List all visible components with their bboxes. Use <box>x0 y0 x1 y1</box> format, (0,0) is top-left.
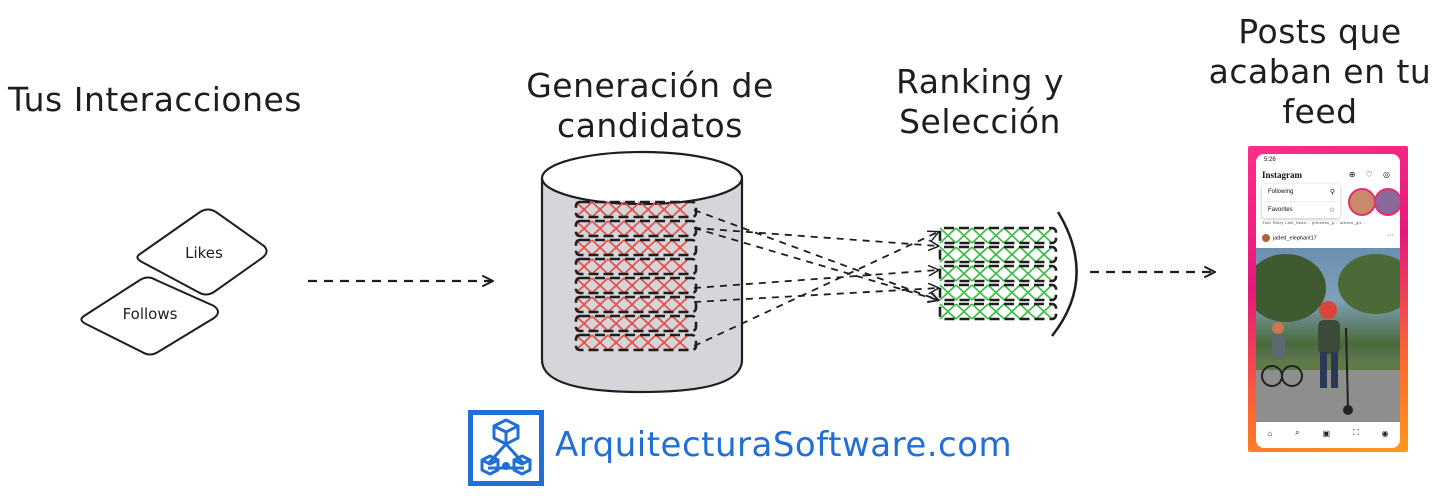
menu-following[interactable]: Following ⚲ <box>1262 184 1340 201</box>
selection-line <box>693 227 940 252</box>
candidate-row <box>574 314 698 333</box>
selection-line <box>693 282 940 303</box>
story-labels: Your Story i.am_bean... princess_p... st… <box>1262 220 1366 225</box>
story-avatar[interactable] <box>1374 188 1400 216</box>
selection-lines <box>693 209 940 347</box>
selected-row <box>938 264 1058 283</box>
title-posts-line3: feed <box>1282 92 1358 131</box>
app-name: Instagram <box>1262 170 1302 180</box>
selected-row <box>938 283 1058 302</box>
candidate-row <box>574 276 698 295</box>
instagram-phone: 5:26 Instagram ⊕ ♡ ◎ Following ⚲ Favorit… <box>1248 146 1408 452</box>
profile-icon[interactable]: ◉ <box>1381 428 1389 438</box>
phone-screen: 5:26 Instagram ⊕ ♡ ◎ Following ⚲ Favorit… <box>1256 154 1400 448</box>
home-icon[interactable]: ⌂ <box>1267 428 1273 438</box>
title-ranking: Ranking y Selección <box>880 62 1080 142</box>
selected-row <box>938 302 1058 321</box>
candidate-row <box>574 200 698 219</box>
more-icon[interactable]: ··· <box>1387 232 1394 239</box>
network-cube-icon <box>468 410 544 486</box>
selection-line <box>693 209 940 303</box>
title-interacciones: Tus Interacciones <box>8 80 302 120</box>
header-icons: ⊕ ♡ ◎ <box>1348 170 1394 179</box>
feed-menu: Following ⚲ Favorites ☆ <box>1262 184 1340 218</box>
selection-line <box>693 264 940 289</box>
search-icon[interactable]: ⌕ <box>1295 428 1300 437</box>
candidate-row <box>574 257 698 276</box>
selection-line <box>693 227 940 303</box>
candidate-row <box>574 238 698 257</box>
shop-icon[interactable]: ⛶ <box>1353 428 1359 437</box>
title-posts: Posts que acaban en tu feed <box>1200 12 1440 132</box>
title-generacion-line1: Generación de <box>526 66 774 105</box>
title-generacion-line2: candidatos <box>557 106 743 145</box>
brand-name[interactable]: ArquitecturaSoftware.com <box>555 425 1013 465</box>
selected-row <box>938 245 1058 264</box>
node-follows <box>80 276 219 356</box>
title-interacciones-text: Tus Interacciones <box>8 80 302 119</box>
node-likes <box>136 208 268 296</box>
selection-line <box>693 230 940 347</box>
title-ranking-line1: Ranking y <box>895 62 1064 101</box>
post-username[interactable]: jaded_elephant17 <box>1273 235 1317 242</box>
selection-bracket <box>1051 211 1078 337</box>
tab-bar: ⌂ ⌕ ▣ ⛶ ◉ <box>1256 424 1400 442</box>
story-avatar[interactable] <box>1348 188 1376 216</box>
menu-following-label: Following <box>1268 189 1294 195</box>
person-icon: ⚲ <box>1329 189 1335 196</box>
status-time: 5:26 <box>1264 157 1276 163</box>
title-posts-line2: acaban en tu <box>1208 52 1432 91</box>
post-user: jaded_elephant17 <box>1262 234 1317 242</box>
node-follows-label: Follows <box>123 305 178 323</box>
avatar <box>1262 234 1270 242</box>
node-likes-label: Likes <box>185 244 223 262</box>
candidate-row <box>574 295 698 314</box>
selected-row <box>938 226 1058 245</box>
star-icon: ☆ <box>1328 207 1335 214</box>
title-posts-line1: Posts que <box>1238 12 1402 51</box>
title-ranking-line2: Selección <box>899 102 1061 141</box>
candidate-rows <box>574 200 698 352</box>
title-generacion: Generación de candidatos <box>510 66 790 146</box>
menu-favorites[interactable]: Favorites ☆ <box>1262 201 1340 219</box>
candidate-row <box>574 333 698 352</box>
menu-favorites-label: Favorites <box>1268 207 1293 213</box>
selected-rows <box>938 226 1058 321</box>
post-photo-art <box>1256 254 1400 422</box>
reels-icon[interactable]: ▣ <box>1322 428 1331 438</box>
post-photo <box>1256 248 1400 422</box>
